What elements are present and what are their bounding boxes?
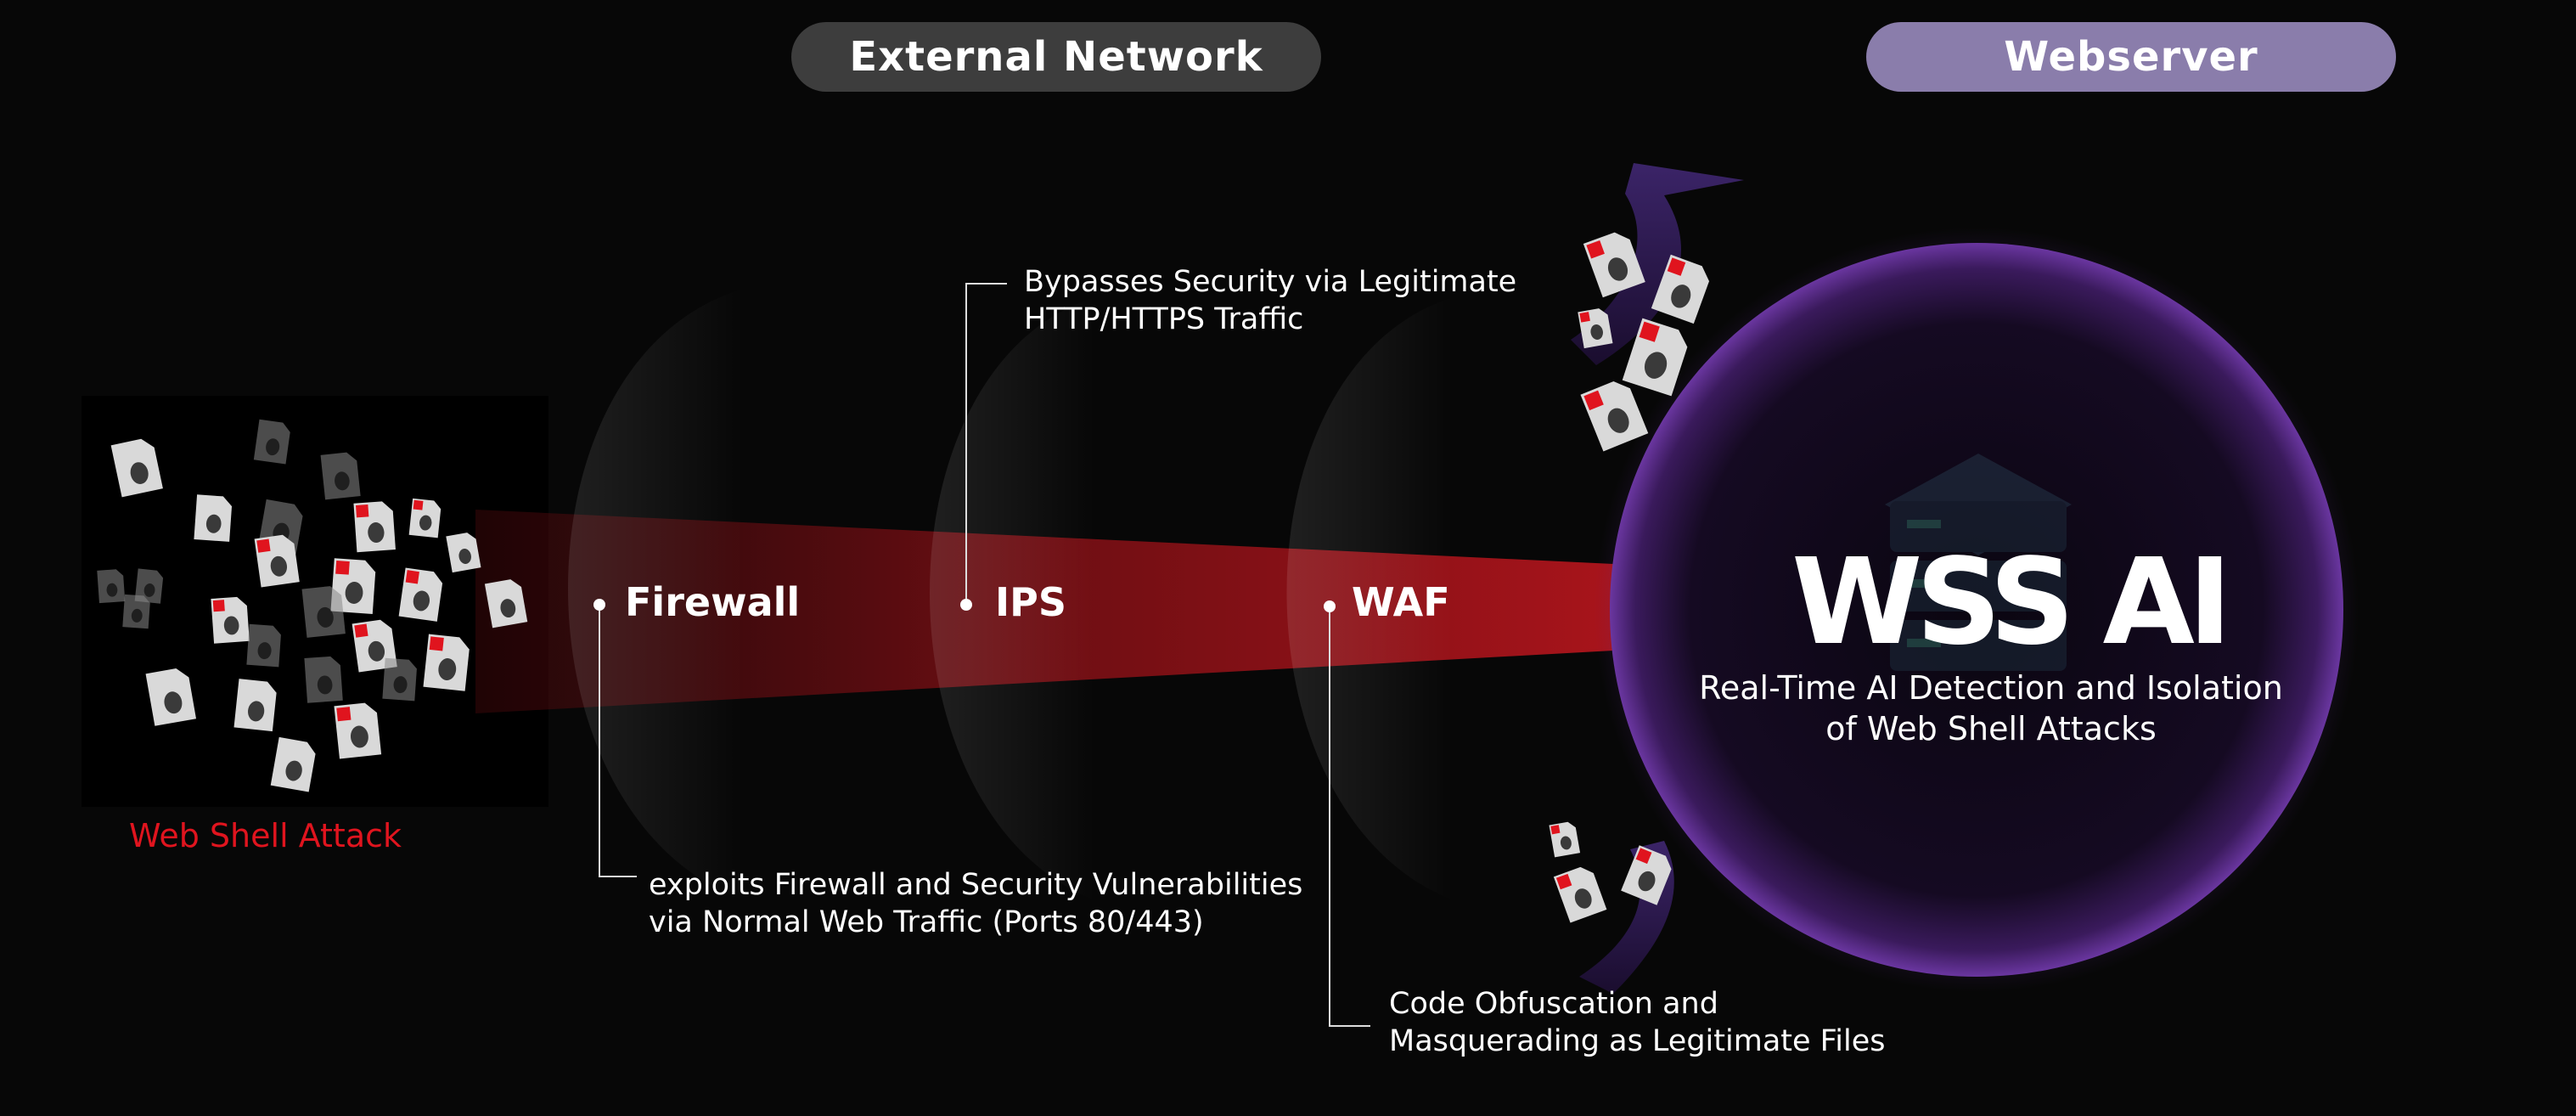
waf-label: WAF [1352, 579, 1450, 625]
malicious-file-icon [334, 702, 382, 759]
wss-ai-title: WSS AI [1791, 533, 2232, 672]
malicious-file-icon [97, 569, 126, 604]
deflected-file-icon [1553, 866, 1607, 923]
firewall-note-line-1: exploits Firewall and Security Vulnerabi… [649, 868, 1303, 902]
malicious-file-icon [145, 668, 197, 726]
firewall-dot [593, 599, 605, 611]
malicious-file-icon [253, 419, 290, 465]
ips-label: IPS [995, 579, 1066, 625]
ips-note-line-2: HTTP/HTTPS Traffic [1024, 302, 1304, 336]
malicious-file-icon [353, 501, 396, 553]
malicious-file-icon [484, 579, 528, 628]
deflected-file-icon [1622, 318, 1688, 397]
firewall-label: Firewall [625, 579, 801, 625]
firewall-connector [599, 605, 637, 877]
malicious-file-icon [446, 533, 481, 573]
deflected-file-icon [1578, 308, 1613, 349]
deflected-file-icon [1549, 821, 1581, 858]
waf-note: Code Obfuscation and Masquerading as Leg… [1389, 985, 1885, 1060]
malicious-file-icon [301, 586, 346, 638]
deflected-file-icon [1580, 381, 1649, 452]
ips-dot [960, 599, 972, 611]
waf-connector [1329, 606, 1370, 1027]
malicious-file-icon [382, 657, 417, 702]
malicious-file-icon [304, 656, 343, 703]
malicious-file-icon [211, 596, 250, 644]
webserver-pill: Webserver [1866, 22, 2396, 92]
malicious-file-icon [423, 634, 470, 691]
ips-note-line-1: Bypasses Security via Legitimate [1024, 265, 1517, 299]
malicious-file-icon [320, 452, 361, 500]
malicious-file-icon [270, 736, 316, 792]
malicious-file-icon [408, 498, 442, 538]
malicious-file-icon [233, 679, 277, 732]
malicious-file-icon [110, 438, 163, 498]
server-stack-icon [1885, 454, 2072, 671]
wss-ai-subtitle-line-1: Real-Time AI Detection and Isolation [1699, 669, 2283, 707]
deflected-file-icon [1651, 254, 1710, 324]
waf-note-line-2: Masquerading as Legitimate Files [1389, 1024, 1886, 1058]
deflected-file-icon [1583, 232, 1645, 298]
wss-ai-subtitle-line-2: of Web Shell Attacks [1825, 710, 2157, 747]
waf-dot [1324, 600, 1336, 612]
malicious-file-icon [254, 534, 300, 588]
firewall-note: exploits Firewall and Security Vulnerabi… [649, 866, 1302, 941]
malicious-file-icon [398, 567, 443, 622]
malicious-file-cluster [97, 419, 528, 792]
firewall-shield [568, 289, 744, 900]
firewall-note-line-2: via Normal Web Traffic (Ports 80/443) [649, 905, 1204, 939]
malicious-file-icon [194, 494, 233, 542]
malicious-file-icon [134, 568, 164, 604]
waf-shield [1286, 297, 1454, 900]
deflected-file-icon [1621, 845, 1672, 905]
waf-note-line-1: Code Obfuscation and [1389, 987, 1718, 1021]
external-network-pill: External Network [791, 22, 1321, 92]
web-shell-attack-label: Web Shell Attack [129, 817, 402, 854]
ips-shield [930, 297, 1095, 900]
deflected-file-cluster [1549, 232, 1710, 923]
malicious-file-icon [122, 594, 150, 629]
ips-note: Bypasses Security via Legitimate HTTP/HT… [1024, 263, 1516, 338]
wss-ai-subtitle: Real-Time AI Detection and Isolation of … [1681, 668, 2301, 749]
ips-connector [965, 283, 1007, 605]
malicious-file-icon [246, 623, 281, 668]
deflect-arrow-up [1571, 163, 1744, 365]
